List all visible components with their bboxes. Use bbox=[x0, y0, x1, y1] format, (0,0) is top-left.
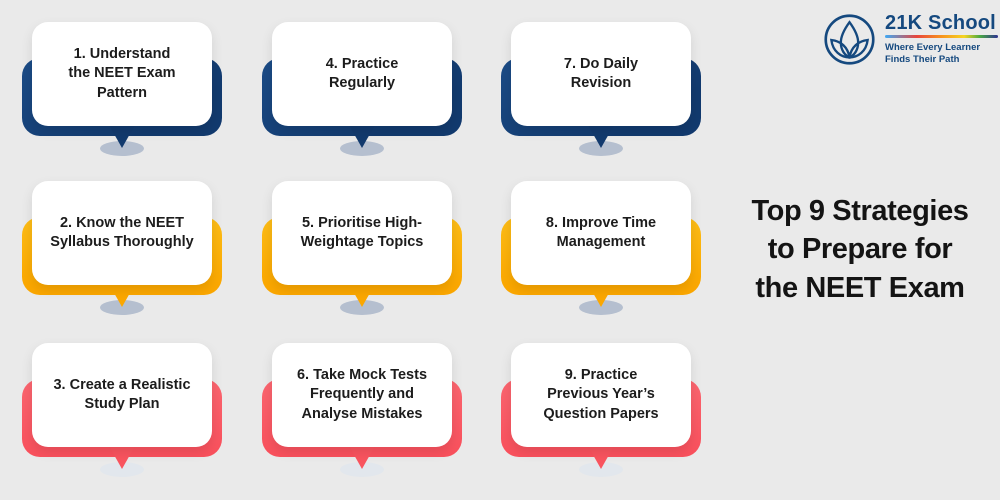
logo-text: 21K School Where Every Learner Finds The… bbox=[885, 12, 998, 67]
bubble-shadow bbox=[340, 141, 384, 156]
strategy-card-6: 6. Take Mock Tests Frequently and Analys… bbox=[262, 343, 462, 493]
card-label: 6. Take Mock Tests Frequently and Analys… bbox=[296, 367, 428, 422]
card: 9. Practice Previous Year’s Question Pap… bbox=[511, 343, 691, 447]
card: 7. Do Daily Revision bbox=[511, 22, 691, 126]
card: 3. Create a Realistic Study Plan bbox=[32, 343, 212, 447]
card: 8. Improve Time Management bbox=[511, 181, 691, 285]
strategy-card-1: 1. Understand the NEET Exam Pattern bbox=[22, 22, 222, 172]
card: 2. Know the NEET Syllabus Thoroughly bbox=[32, 181, 212, 285]
logo-name: 21K School bbox=[885, 12, 996, 34]
card: 6. Take Mock Tests Frequently and Analys… bbox=[272, 343, 452, 447]
bubble-shadow bbox=[579, 300, 623, 315]
strategy-card-3: 3. Create a Realistic Study Plan bbox=[22, 343, 222, 493]
card: 4. Practice Regularly bbox=[272, 22, 452, 126]
bubble-shadow bbox=[340, 300, 384, 315]
bubble-shadow bbox=[579, 141, 623, 156]
card: 1. Understand the NEET Exam Pattern bbox=[32, 22, 212, 126]
card-label: 4. Practice Regularly bbox=[325, 55, 399, 91]
logo: 21K School Where Every Learner Finds The… bbox=[823, 12, 998, 67]
bubble-shadow bbox=[340, 462, 384, 477]
card-label: 8. Improve Time Management bbox=[545, 214, 657, 250]
card: 5. Prioritise High- Weightage Topics bbox=[272, 181, 452, 285]
logo-tagline: Where Every Learner Finds Their Path bbox=[885, 42, 981, 66]
card-label: 2. Know the NEET Syllabus Thoroughly bbox=[50, 214, 194, 250]
card-label: 7. Do Daily Revision bbox=[563, 55, 639, 91]
strategy-card-8: 8. Improve Time Management bbox=[501, 181, 701, 331]
card-label: 9. Practice Previous Year’s Question Pap… bbox=[543, 367, 659, 422]
card-label: 5. Prioritise High- Weightage Topics bbox=[300, 214, 424, 250]
bubble-shadow bbox=[579, 462, 623, 477]
card-label: 3. Create a Realistic Study Plan bbox=[53, 376, 191, 412]
card-label: 1. Understand the NEET Exam Pattern bbox=[68, 46, 176, 101]
bubble-shadow bbox=[100, 462, 144, 477]
lotus-circle-icon bbox=[823, 13, 876, 66]
strategy-card-2: 2. Know the NEET Syllabus Thoroughly bbox=[22, 181, 222, 331]
strategy-card-5: 5. Prioritise High- Weightage Topics bbox=[262, 181, 462, 331]
bubble-shadow bbox=[100, 300, 144, 315]
strategy-card-9: 9. Practice Previous Year’s Question Pap… bbox=[501, 343, 701, 493]
logo-gradient-divider bbox=[885, 35, 998, 38]
bubble-shadow bbox=[100, 141, 144, 156]
strategy-card-4: 4. Practice Regularly bbox=[262, 22, 462, 172]
strategy-card-7: 7. Do Daily Revision bbox=[501, 22, 701, 172]
poster-title: Top 9 Strategies to Prepare for the NEET… bbox=[751, 195, 969, 304]
